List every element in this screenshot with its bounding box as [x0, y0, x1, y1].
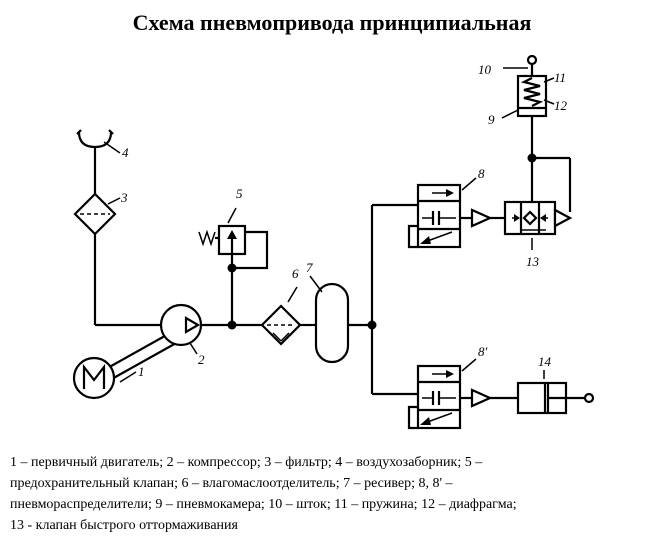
label-14: 14 — [538, 354, 552, 369]
label-9: 9 — [488, 112, 495, 127]
safety-valve-icon — [198, 207, 269, 270]
flow-triangles — [470, 208, 493, 408]
diagram-title: Схема пневмопривода принципиальная — [132, 10, 532, 35]
motor-icon — [72, 331, 179, 400]
separator-icon — [260, 286, 302, 346]
filter-icon — [73, 192, 121, 236]
receiver-icon — [309, 275, 350, 364]
label-8-prime: 8' — [478, 344, 488, 359]
label-2: 2 — [198, 352, 205, 367]
air-intake-icon — [76, 129, 121, 154]
label-1: 1 — [138, 364, 145, 379]
cylinder-icon — [516, 370, 595, 415]
label-6: 6 — [292, 266, 299, 281]
legend-line: 13 - клапан быстрого оттормаживания — [10, 518, 238, 533]
label-11: 11 — [554, 70, 566, 85]
callout-numbers: 1 2 3 4 5 6 7 8 8' 9 10 11 12 13 14 — [120, 62, 568, 379]
distributor-upper-icon — [407, 177, 477, 249]
label-7: 7 — [306, 260, 313, 275]
distributor-lower-icon — [407, 358, 477, 430]
label-4: 4 — [122, 145, 129, 160]
quick-release-valve-icon — [503, 200, 573, 250]
label-8: 8 — [478, 166, 485, 181]
compressor-icon — [159, 303, 203, 355]
legend: 1 – первичный двигатель; 2 – компрессор;… — [10, 452, 656, 536]
pneumatic-diagram: 1 2 3 4 5 6 7 8 8' 9 10 11 12 13 14 — [72, 54, 595, 430]
label-5: 5 — [236, 186, 243, 201]
label-13: 13 — [526, 254, 540, 269]
label-3: 3 — [120, 190, 128, 205]
label-12: 12 — [554, 98, 568, 113]
brake-chamber-icon — [501, 54, 555, 119]
label-10: 10 — [478, 62, 492, 77]
legend-line: предохранительный клапан; 6 – влагомасло… — [10, 476, 453, 491]
legend-line: пневмораспределители; 9 – пневмокамера; … — [10, 497, 517, 512]
legend-line: 1 – первичный двигатель; 2 – компрессор;… — [10, 455, 483, 470]
junctions — [227, 153, 537, 330]
